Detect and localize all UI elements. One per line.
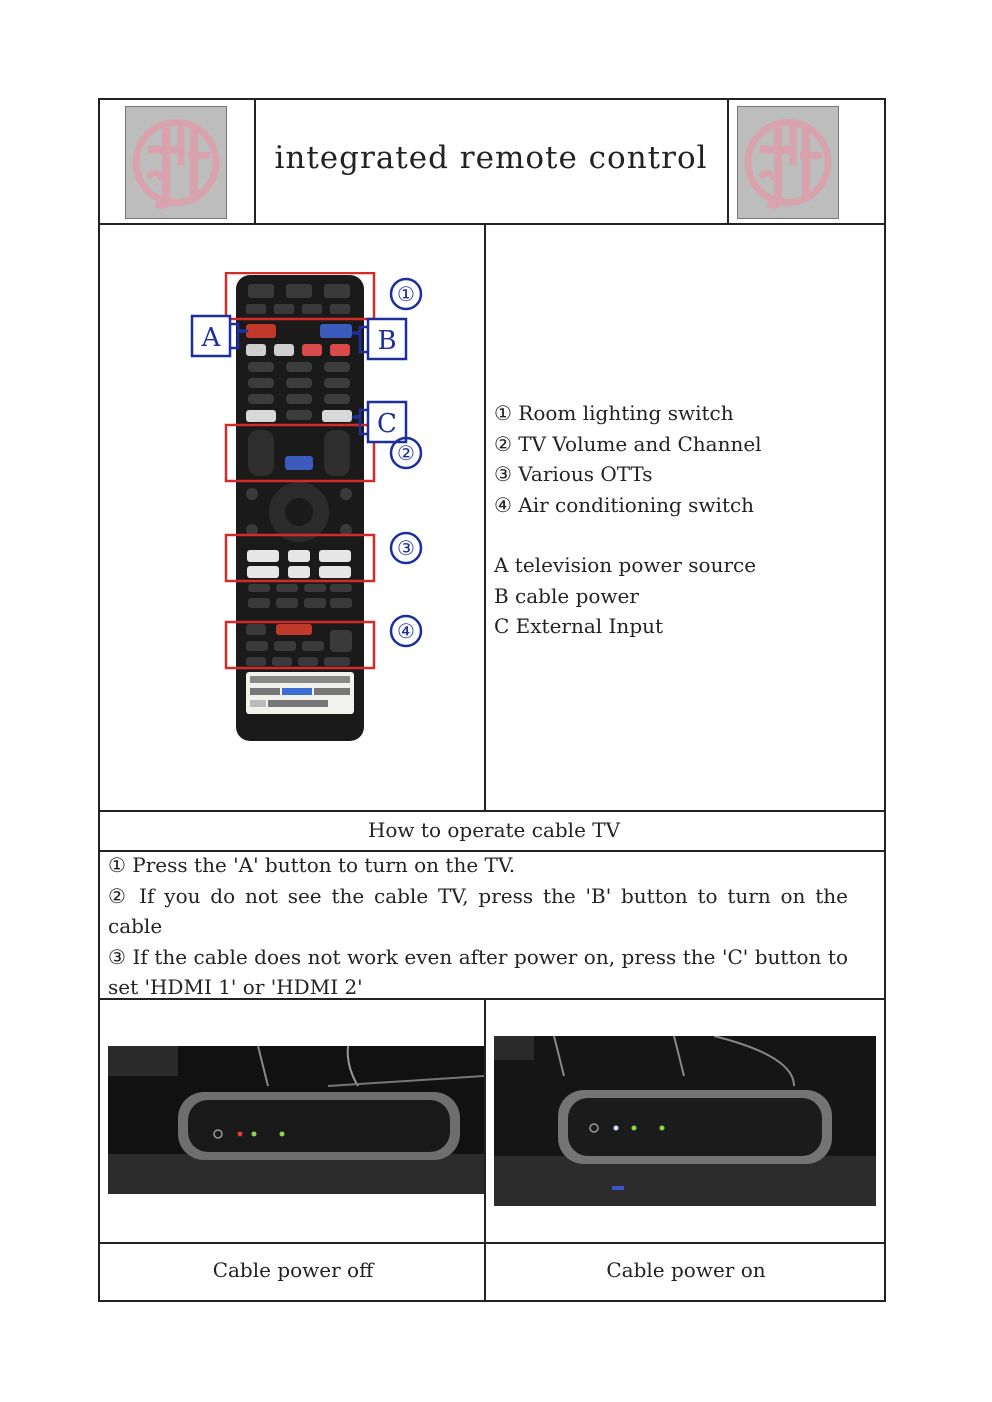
legend-item: ④ Air conditioning switch	[494, 492, 755, 517]
legend-item: A television power source	[494, 553, 757, 577]
caption-power-off: Cable power off	[212, 1258, 374, 1282]
marker-3-label: ③	[397, 536, 415, 560]
legend-spacer	[494, 520, 762, 550]
divider	[484, 223, 486, 810]
marker-4-label: ④	[397, 619, 415, 643]
divider	[484, 998, 486, 1302]
divider	[100, 223, 884, 225]
howto-steps: ① Press the 'A' button to turn on the TV…	[108, 850, 848, 1003]
company-logo-right	[737, 106, 839, 219]
caption-power-on: Cable power on	[606, 1258, 766, 1282]
marker-b-label: B	[377, 326, 396, 356]
remote-control-photo: ① ② ③ ④ A B C	[188, 271, 428, 742]
howto-step: ③ If the cable does not work even after …	[108, 944, 848, 1000]
divider	[727, 100, 729, 223]
marker-c-label: C	[377, 409, 397, 439]
company-logo-left	[125, 106, 227, 219]
divider	[100, 850, 884, 852]
legend-item: ② TV Volume and Channel	[494, 431, 762, 456]
legend-item: ① Room lighting switch	[494, 401, 734, 425]
marker-2-label: ②	[397, 441, 415, 465]
button-legend: ① Room lighting switch ② TV Volume and C…	[494, 398, 762, 642]
cable-box-on-photo	[494, 1036, 876, 1206]
legend-item: C External Input	[494, 614, 664, 638]
howto-step: ① Press the 'A' button to turn on the TV…	[108, 853, 516, 877]
divider	[254, 100, 256, 223]
document-frame: integrated remote control	[98, 98, 886, 1302]
legend-item: B cable power	[494, 583, 639, 608]
cable-box-off-photo	[108, 1046, 484, 1194]
page-title: integrated remote control	[274, 140, 708, 176]
legend-item: ③ Various OTTs	[494, 462, 653, 486]
marker-1-label: ①	[397, 282, 415, 306]
marker-a-label: A	[201, 323, 222, 353]
howto-step: ② If you do not see the cable TV, press …	[108, 883, 848, 939]
howto-heading: How to operate cable TV	[367, 818, 621, 842]
divider	[100, 1242, 884, 1244]
divider	[100, 810, 884, 812]
divider	[100, 998, 884, 1000]
